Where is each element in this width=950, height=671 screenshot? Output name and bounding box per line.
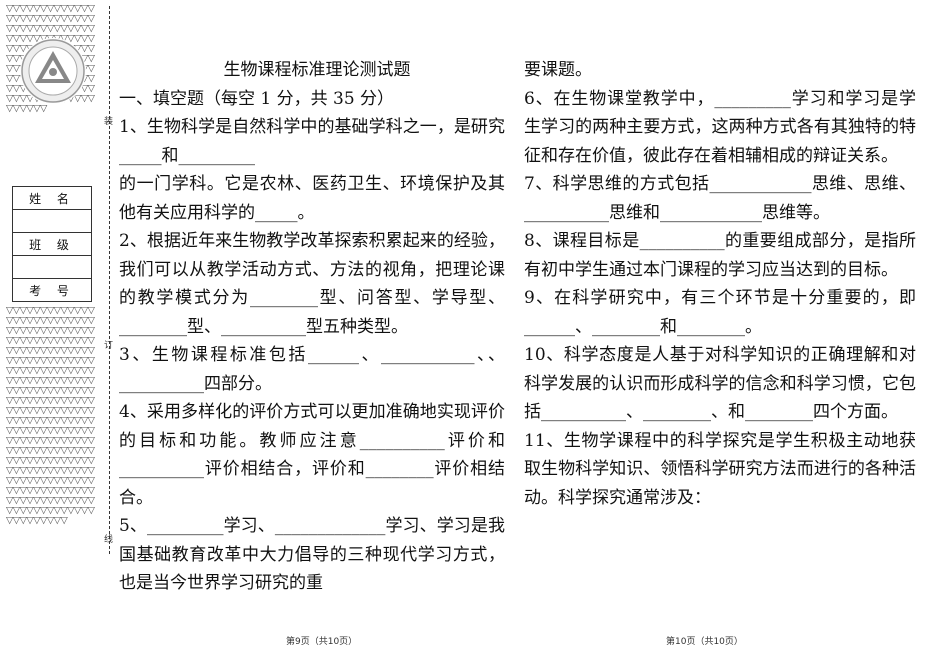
- school-seal-logo: [20, 38, 86, 104]
- question-5-continued: 要课题。: [524, 60, 592, 80]
- cut-label-bind: 装: [104, 117, 114, 127]
- binding-margin: ▽▽▽▽▽▽▽▽▽▽▽▽▽▽▽▽▽▽▽▽▽▽▽▽▽▽▽▽▽▽▽▽▽▽▽▽▽▽▽▽…: [0, 0, 104, 671]
- question-11: 11、生物学课程中的科学探究是学生积极主动地获取生物科学知识、领悟科学研究方法而…: [524, 430, 916, 508]
- question-9: 9、在科学研究中，有三个环节是十分重要的，即______、________和__…: [524, 288, 916, 337]
- question-8: 8、课程目标是__________的重要组成部分，是指所有初中学生通过本门课程的…: [524, 231, 916, 280]
- question-7: 7、科学思维的方式包括____________思维、思维、__________思…: [524, 174, 916, 223]
- question-3: 3、生物课程标准包括______、___________、、__________…: [119, 345, 505, 394]
- page-number-right: 第10页（共10页）: [666, 637, 743, 647]
- question-1-part-a: 1、生物科学是自然科学中的基础学科之一，是研究_____和_________: [119, 117, 505, 166]
- name-label: 姓 名: [12, 186, 92, 210]
- class-label: 班 级: [12, 232, 92, 256]
- triangle-pattern-bottom: ▽▽▽▽▽▽▽▽▽▽▽▽▽▽▽▽▽▽▽▽▽▽▽▽▽▽▽▽▽▽▽▽▽▽▽▽▽▽▽▽…: [6, 306, 95, 526]
- class-field[interactable]: [12, 255, 92, 279]
- left-column: 生物课程标准理论测试题 一、填空题（每空 1 分，共 35 分） 1、生物科学是…: [119, 56, 505, 598]
- question-1-part-b: 的一门学科。它是农林、医药卫生、环境保护及其他有关应用科学的_____。: [119, 174, 505, 223]
- cut-label-line: 线: [104, 535, 114, 545]
- cut-label-staple: 订: [104, 341, 114, 351]
- exam-number-label: 考 号: [12, 278, 92, 302]
- binding-cut-line: [109, 6, 110, 554]
- student-info-table: 姓 名 班 级 考 号: [12, 186, 92, 302]
- page-number-left: 第9页（共10页）: [286, 637, 358, 647]
- section-heading: 一、填空题（每空 1 分，共 35 分）: [119, 88, 395, 109]
- question-5: 5、_________学习、_____________学习、学习是我国基础教育改…: [119, 516, 505, 593]
- question-6: 6、在生物课堂教学中，_________学习和学习是学生学习的两种主要方式，这两…: [524, 88, 916, 166]
- question-4: 4、采用多样化的评价方式可以更加准确地实现评价的目标和功能。教师应注意_____…: [119, 402, 505, 508]
- exam-title: 生物课程标准理论测试题: [223, 60, 411, 80]
- question-2: 2、根据近年来生物教学改革探索积累起来的经验，我们可以从教学活动方式、方法的视角…: [119, 231, 505, 337]
- question-10: 10、科学态度是人基于对科学知识的正确理解和对科学发展的认识而形成科学的信念和科…: [524, 345, 916, 422]
- right-column: 要课题。 6、在生物课堂教学中，_________学习和学习是学生学习的两种主要…: [524, 56, 916, 512]
- name-field[interactable]: [12, 209, 92, 233]
